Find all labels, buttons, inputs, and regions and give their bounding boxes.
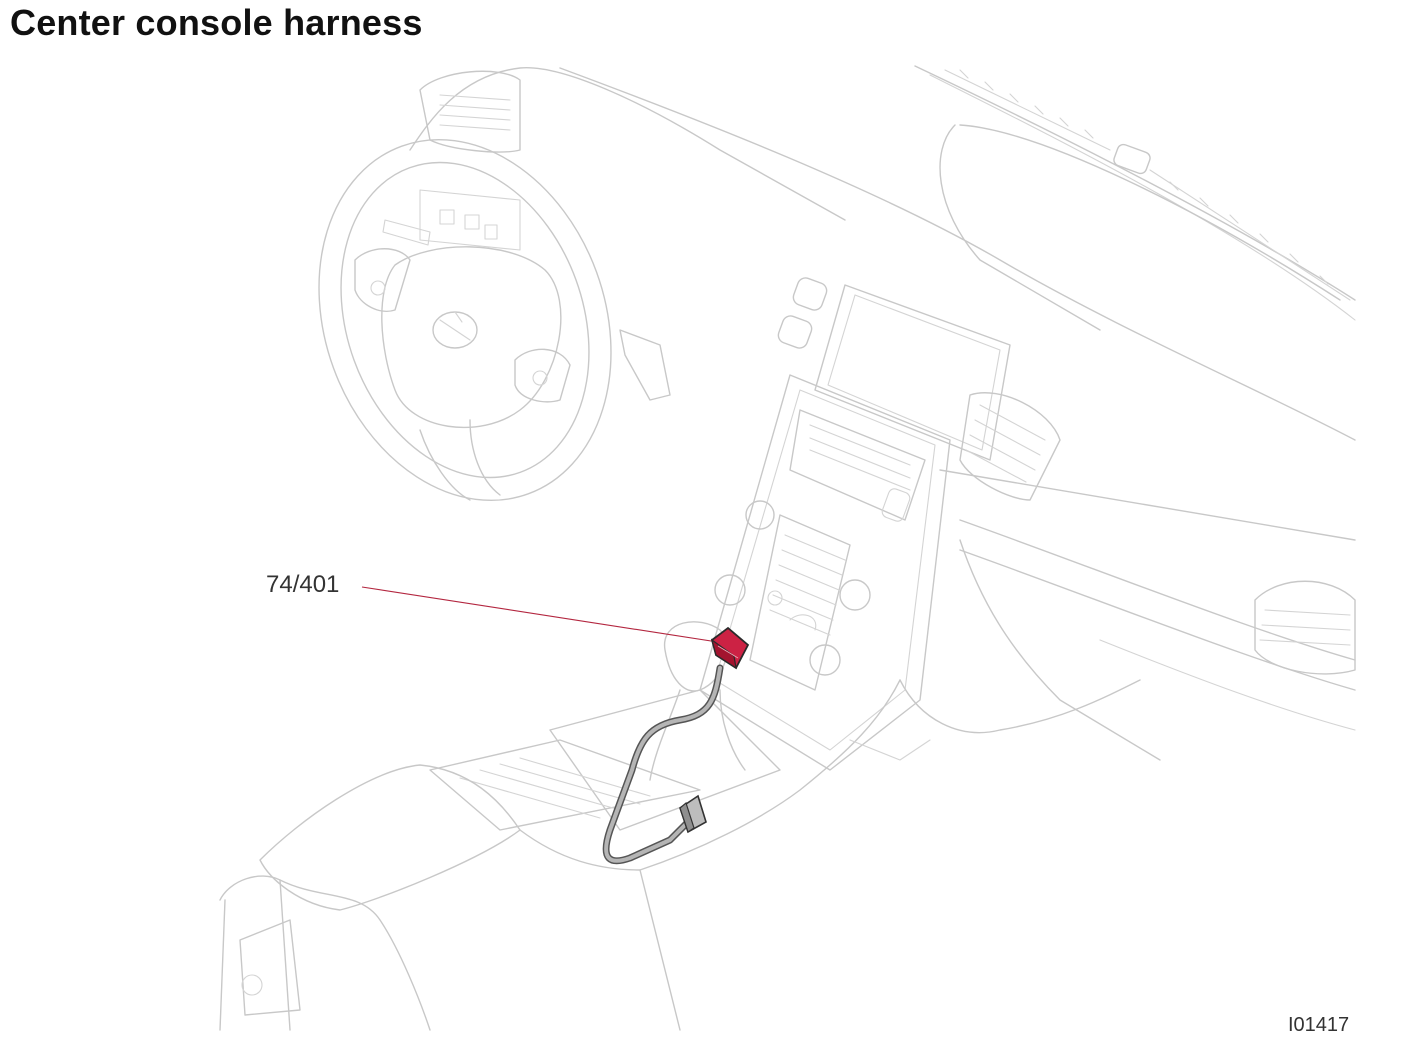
left-air-vent	[419, 70, 521, 153]
dashboard-outline	[409, 65, 1356, 761]
diagram-title: Center console harness	[10, 2, 423, 43]
callout-label: 74/401	[266, 571, 340, 598]
lower-connector	[679, 794, 707, 834]
harness-cable	[602, 664, 724, 865]
steering-wheel	[318, 138, 612, 502]
defroster-vent	[944, 69, 1351, 301]
highlighted-connector-74-401	[710, 626, 750, 670]
figure-id: I01417	[1288, 1014, 1350, 1036]
steering-stalk	[619, 329, 671, 401]
center-console	[219, 679, 1141, 1031]
right-air-vent	[959, 392, 1356, 675]
callout-leader-line	[361, 586, 725, 644]
center-stack	[699, 277, 1011, 771]
